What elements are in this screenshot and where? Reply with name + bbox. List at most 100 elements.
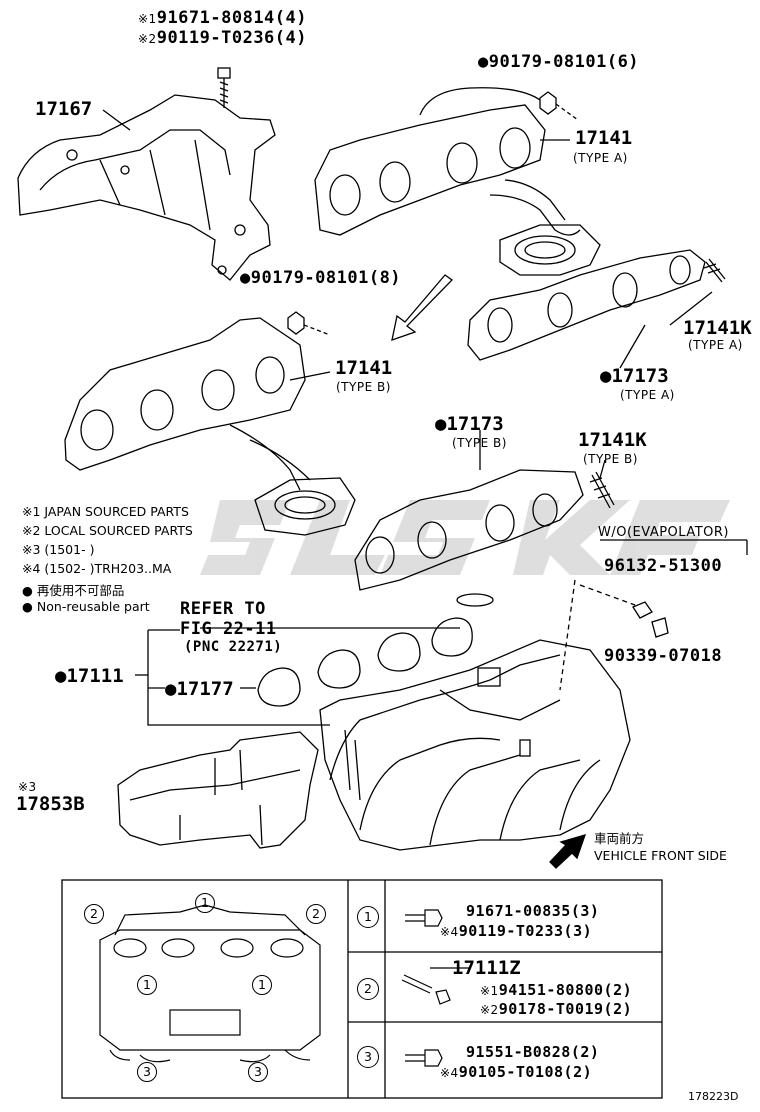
leader-lines-evap [559,539,748,691]
table-row-3-part-b[interactable]: ※490105-T0108(2) [440,1063,592,1081]
non-reusable-dot-icon: ● [478,52,489,72]
table-row-3-part-b-number: 90105-T0108(2) [458,1063,593,1081]
table-row-2-head-part[interactable]: 17111Z [452,957,521,979]
type-a-label-17141k: (TYPE A) [688,338,743,352]
inset-callout-2-left: 2 [84,904,104,924]
nut-part-number-top[interactable]: 90179-08101(6) [488,52,640,72]
gasket-type-b-drawing [354,469,584,591]
table-row-3-part-a[interactable]: 91551-B0828(2) [466,1043,600,1061]
mark-2: ※2 [480,1003,499,1017]
inset-callout-1-left: 1 [137,975,157,995]
note-6: ● Non-reusable part [22,599,150,614]
inset-callout-1-right: 1 [252,975,272,995]
type-a-label-17141: (TYPE A) [573,151,628,165]
vehicle-front-jp: 車両前方 [594,831,645,846]
vehicle-front-en: VEHICLE FRONT SIDE [594,848,727,863]
non-reusable-dot-icon: ● [435,413,447,435]
table-row-1-index: 1 [357,906,379,928]
nut-label-top: ●90179-08101(6) [478,52,639,72]
table-row-2-index: 2 [357,978,379,1000]
note-3: ※3 (1501- ) [22,542,95,557]
type-b-label-17141k: (TYPE B) [583,452,638,466]
vehicle-front-arrow [549,834,587,869]
note-2: ※2 LOCAL SOURCED PARTS [22,523,193,538]
non-reusable-dot-icon: ● [22,599,33,614]
refer-fig-link[interactable]: FIG 22-11 [180,619,277,639]
table-row-2-part-a[interactable]: ※194151-80800(2) [480,981,632,999]
non-reusable-dot-icon: ● [22,583,33,598]
table-row-2-part-b-number: 90178-T0019(2) [498,1000,633,1018]
inset-callout-2-right: 2 [306,904,326,924]
bolt-part-number-2: 90119-T0236(4) [156,28,307,48]
table-row-2-part-a-number: 94151-80800(2) [498,981,633,999]
evap-bolt-drawing [632,601,669,638]
stud-type-a-drawing [703,258,726,283]
part-17141k-type-a[interactable]: 17141K [683,317,752,339]
table-row-3-index: 3 [357,1046,379,1068]
part-17141-type-b[interactable]: 17141 [335,357,393,379]
part-96132[interactable]: 96132-51300 [604,556,723,576]
inset-callout-1-top: 1 [195,893,215,913]
non-reusable-dot-icon: ● [240,268,251,288]
table-row-2-part-b[interactable]: ※290178-T0019(2) [480,1000,632,1018]
type-b-label-17173: (TYPE B) [452,436,507,450]
note-6-text: Non-reusable part [36,599,150,614]
exhaust-manifold-type-b-drawing [64,317,356,536]
leader-lines [102,109,713,479]
watermark-logo [200,500,730,575]
mark-4: ※4 [440,925,459,939]
part-17177[interactable]: ●17177 [165,678,234,700]
table-row-1-part-b-number: 90119-T0233(3) [458,922,593,940]
note-5-text: 再使用不可部品 [36,583,125,598]
note-1: ※1 JAPAN SOURCED PARTS [22,504,189,519]
part-17111[interactable]: ●17111 [55,665,124,687]
without-evaporator-label: W/O(EVAPOLATOR) [598,525,729,540]
part-17173-type-b-number: 17173 [446,413,504,435]
mark-3: ※3 [18,780,37,794]
diagram-code: 178223D [688,1090,739,1103]
part-90339[interactable]: 90339-07018 [604,646,723,666]
bolt-label-2: ※290119-T0236(4) [138,28,307,48]
nut-drawing-top [539,91,579,121]
heat-insulator-drawing [17,94,276,281]
inset-callout-3-right: 3 [248,1062,268,1082]
non-reusable-dot-icon: ● [600,365,612,387]
bolt-label-1: ※191671-80814(4) [138,8,307,28]
bolt-drawing-top [217,67,231,108]
part-17853b[interactable]: 17853B [16,793,85,815]
type-b-label-17141: (TYPE B) [336,380,391,394]
part-17141-type-a[interactable]: 17141 [575,127,633,149]
mark-4: ※4 [440,1066,459,1080]
table-row-1-part-a[interactable]: 91671-00835(3) [466,902,600,920]
inset-manifold-drawing [99,904,321,1063]
engine-cover-drawing [117,731,319,849]
intake-gasket-drawing [257,593,494,707]
assembly-bracket-lines [135,627,460,726]
exhaust-manifold-type-a-drawing [314,87,601,276]
table-row-1-part-b[interactable]: ※490119-T0233(3) [440,922,592,940]
inset-callout-3-left: 3 [137,1062,157,1082]
non-reusable-dot-icon: ● [165,678,177,700]
gasket-type-a-drawing [467,249,706,361]
refer-line-1: REFER TO [180,599,266,619]
note-5: ● 再使用不可部品 [22,580,124,599]
part-17141k-type-b[interactable]: 17141K [578,429,647,451]
nut-label-mid: ●90179-08101(8) [240,268,401,288]
intake-manifold-drawing [319,639,631,851]
refer-pnc: (PNC 22271) [184,639,283,655]
part-17173-type-a[interactable]: ●17173 [600,365,669,387]
type-a-label-17173: (TYPE A) [620,388,675,402]
part-17167[interactable]: 17167 [35,98,93,120]
bolt-part-number-1: 91671-80814(4) [156,8,307,28]
mark-1: ※1 [138,12,157,26]
direction-arrow [391,274,453,341]
detail-table-frame [61,879,663,1099]
nut-part-number-mid[interactable]: 90179-08101(8) [250,268,402,288]
mark-2: ※2 [138,32,157,46]
stud-type-b-drawing [589,471,615,509]
nut-drawing-mid [287,311,331,336]
part-17173-type-b[interactable]: ●17173 [435,413,504,435]
part-17177-number: 17177 [176,678,234,700]
